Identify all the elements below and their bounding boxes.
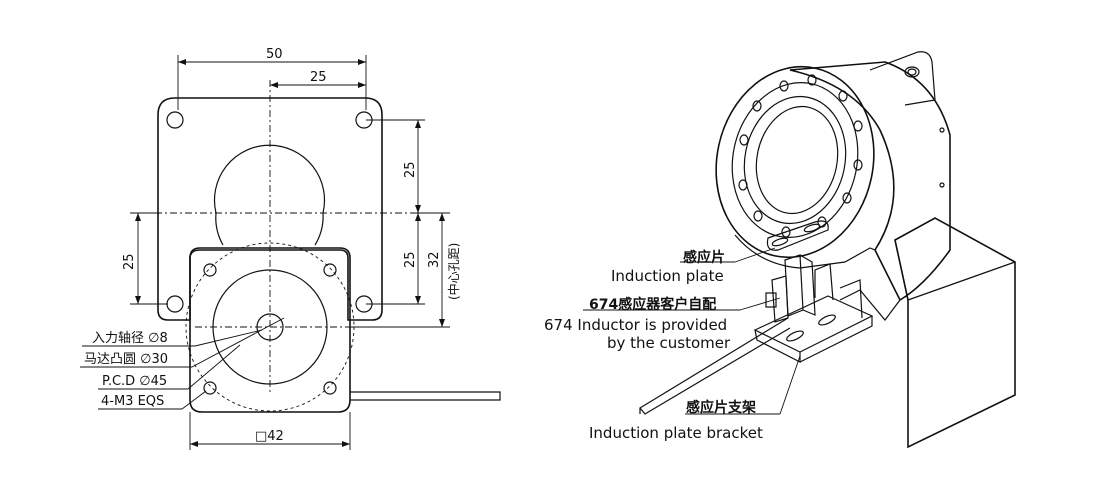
induction-plate-bracket [753,295,874,353]
right-leaders [583,247,801,415]
dim-right-lower: 25 [403,251,418,268]
output-flange-step [731,82,859,238]
dim-total-width: 50 [266,47,283,62]
label-inductor-en-2: by the customer [607,334,731,352]
upper-boss-circle [213,144,326,246]
label-inductor-cn: 674感应器客户自配 [589,296,716,313]
dim-square: □42 [255,429,284,444]
left-dimension-drawing: 50 25 25 25 32 (中心孔距) 25 [80,47,501,450]
output-flange-bore [743,95,847,225]
right-isometric-drawing: 感应片 Induction plate 674感应器客户自配 674 Induc… [544,51,1016,449]
motor-block [894,217,1016,449]
motor-cable [350,391,501,401]
callout-pcd: P.C.D ∅45 [102,374,167,389]
dim-half-width: 25 [310,70,327,85]
label-plate-en: Induction plate [611,267,724,285]
output-flange-outer [715,65,875,259]
label-bracket-en: Induction plate bracket [589,424,763,442]
inductor-cable [639,317,791,415]
label-plate-cn: 感应片 [683,249,725,266]
motor-mount-holes [203,263,337,395]
flange-mount-holes [166,111,373,313]
dim-right-note: (中心孔距) [446,243,461,300]
upper-flange-outline [157,97,383,321]
callout-motor-pilot: 马达凸圆 ∅30 [84,352,168,367]
motor-square-outline [189,247,351,413]
label-bracket-cn: 感应片支架 [686,399,756,416]
dim-right-upper: 25 [403,161,418,178]
induction-plate [766,220,829,251]
housing-ear [869,51,936,106]
callout-mount-holes: 4-M3 EQS [101,394,164,409]
callout-leaders [80,317,285,410]
callout-input-shaft: 入力轴径 ∅8 [92,331,168,346]
housing-lower [734,234,901,321]
dim-left: 25 [122,253,137,270]
flange-bolt-holes [738,74,863,238]
label-inductor-en-1: 674 Inductor is provided [544,316,727,334]
dim-right-32: 32 [427,251,442,268]
